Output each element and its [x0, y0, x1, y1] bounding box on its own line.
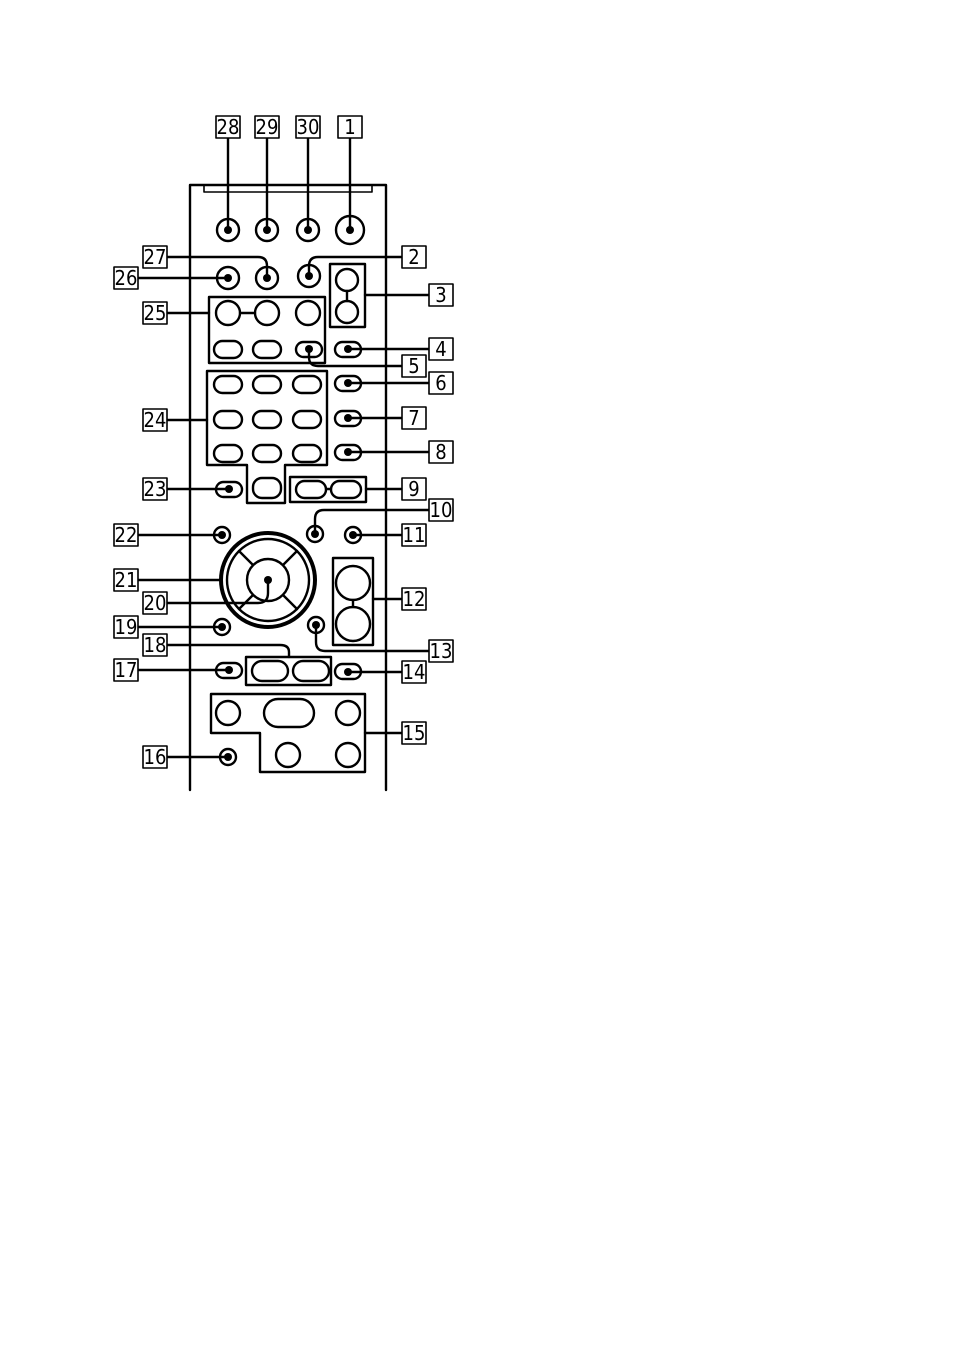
callout-12: 12 — [402, 587, 426, 611]
callout-27: 27 — [143, 245, 167, 269]
callout-1: 1 — [338, 115, 362, 139]
callout-number: 3 — [435, 283, 446, 307]
callout-2: 2 — [402, 245, 426, 269]
callout-number: 14 — [403, 660, 426, 684]
button-12b — [336, 607, 370, 641]
button-18a — [252, 661, 288, 681]
callout-25: 25 — [143, 301, 167, 325]
callout-10: 10 — [429, 498, 453, 522]
keypad-button — [253, 411, 281, 428]
callout-number: 19 — [115, 615, 138, 639]
callout-28: 28 — [216, 115, 240, 139]
callout-29: 29 — [255, 115, 279, 139]
callout-number: 11 — [403, 523, 426, 547]
button-3b — [336, 301, 358, 323]
keypad-button-zero — [253, 478, 281, 498]
callout-number: 28 — [217, 115, 240, 139]
callout-26: 26 — [114, 266, 138, 290]
callout-number: 1 — [344, 115, 355, 139]
callout-14: 14 — [402, 660, 426, 684]
button-15a — [216, 701, 240, 725]
button-25a — [216, 301, 240, 325]
callout-number: 18 — [144, 633, 167, 657]
keypad-button — [214, 411, 242, 428]
callout-30: 30 — [296, 115, 320, 139]
callout-8: 8 — [429, 440, 453, 464]
callout-4: 4 — [429, 337, 453, 361]
callout-number: 9 — [408, 477, 419, 501]
callout-number: 22 — [115, 523, 138, 547]
callout-number: 8 — [435, 440, 446, 464]
callout-number: 7 — [408, 406, 419, 430]
keypad-button — [293, 376, 321, 393]
keypad-button — [214, 376, 242, 393]
button-3a — [336, 269, 358, 291]
callout-number: 12 — [403, 587, 426, 611]
button-9b — [331, 481, 361, 498]
callout-22: 22 — [114, 523, 138, 547]
callout-13: 13 — [429, 639, 453, 663]
callout-number: 13 — [430, 639, 453, 663]
button-15d — [276, 743, 300, 767]
button-25c — [296, 301, 320, 325]
callout-3: 3 — [429, 283, 453, 307]
button-15b — [264, 699, 314, 727]
button-18b — [293, 661, 329, 681]
callout-number: 17 — [115, 658, 138, 682]
callout-18: 18 — [143, 633, 167, 657]
callout-number: 30 — [297, 115, 320, 139]
keypad-button — [293, 445, 321, 462]
callout-number: 6 — [435, 371, 446, 395]
callout-11: 11 — [402, 523, 426, 547]
callout-number: 16 — [144, 745, 167, 769]
callout-number: 23 — [144, 477, 167, 501]
callout-number: 20 — [144, 591, 167, 615]
button-15c — [336, 701, 360, 725]
callout-number: 10 — [430, 498, 453, 522]
callout-21: 21 — [114, 568, 138, 592]
callout-5: 5 — [402, 354, 426, 378]
callout-24: 24 — [143, 408, 167, 432]
callout-number: 26 — [115, 266, 138, 290]
button-group-25 — [209, 297, 325, 363]
keypad-button — [293, 411, 321, 428]
callout-23: 23 — [143, 477, 167, 501]
button-25e — [253, 341, 281, 358]
keypad-button — [253, 445, 281, 462]
callout-19: 19 — [114, 615, 138, 639]
callout-17: 17 — [114, 658, 138, 682]
callout-number: 29 — [256, 115, 279, 139]
callout-16: 16 — [143, 745, 167, 769]
button-15e — [336, 743, 360, 767]
callout-number: 24 — [144, 408, 167, 432]
button-25b — [255, 301, 279, 325]
callout-7: 7 — [402, 406, 426, 430]
callout-number: 4 — [435, 337, 446, 361]
keypad-button — [253, 376, 281, 393]
button-25d — [214, 341, 242, 358]
callout-number: 21 — [115, 568, 138, 592]
keypad-button — [214, 445, 242, 462]
callout-number: 25 — [144, 301, 167, 325]
button-9a — [296, 481, 326, 498]
callout-number: 2 — [408, 245, 419, 269]
callout-6: 6 — [429, 371, 453, 395]
callout-20: 20 — [143, 591, 167, 615]
callout-number: 5 — [408, 354, 419, 378]
button-12a — [336, 566, 370, 600]
callout-number: 15 — [403, 721, 426, 745]
callout-15: 15 — [402, 721, 426, 745]
callout-number: 27 — [144, 245, 167, 269]
callout-9: 9 — [402, 477, 426, 501]
